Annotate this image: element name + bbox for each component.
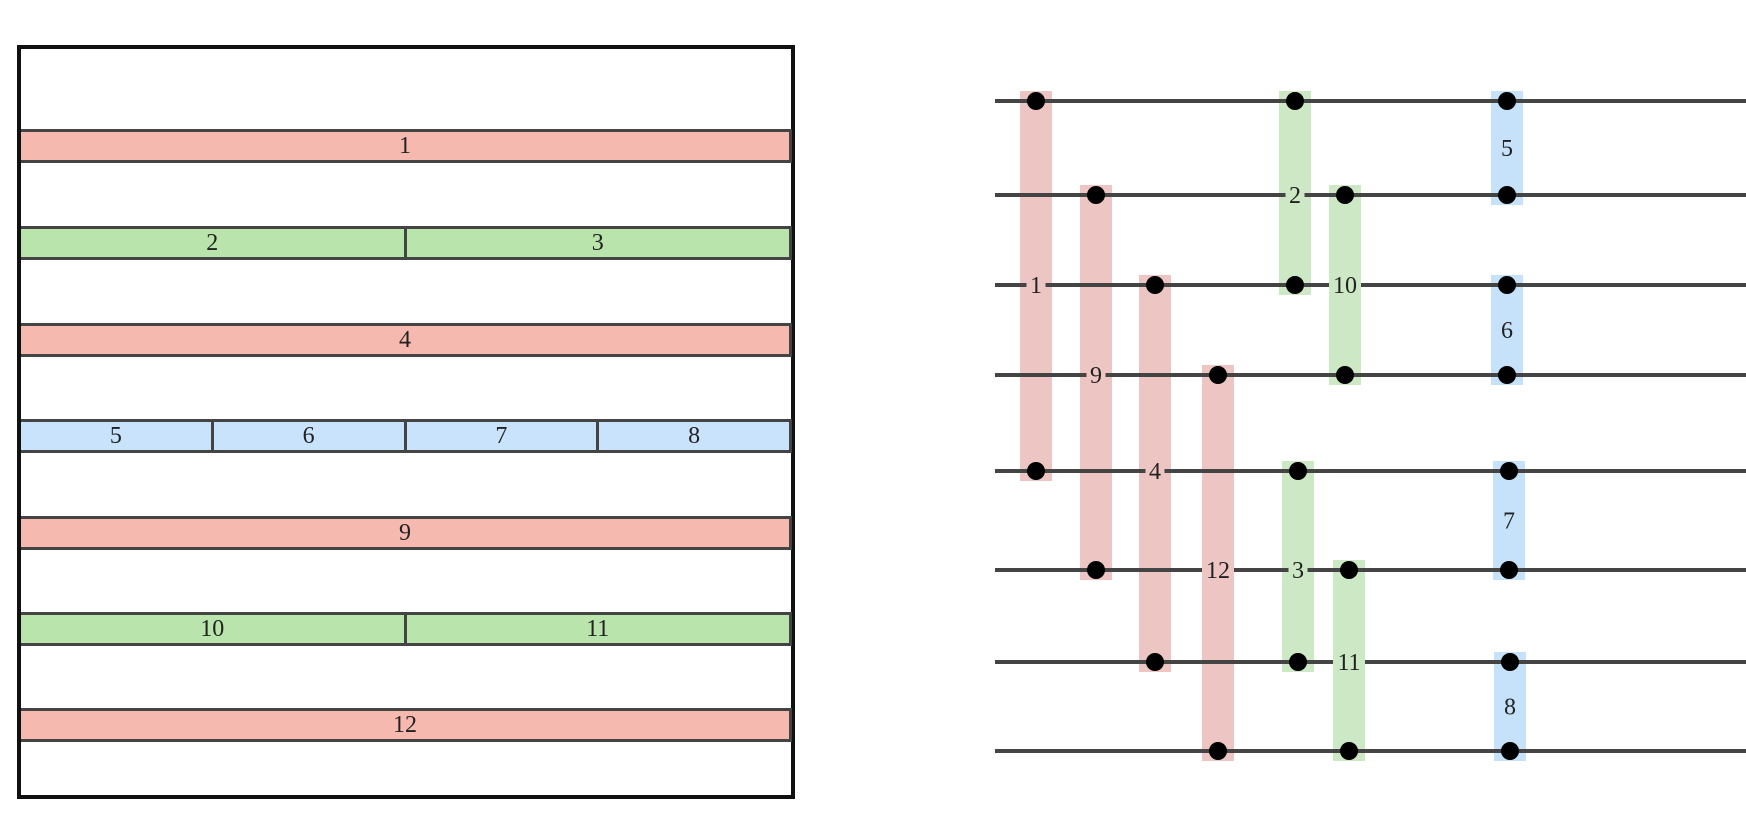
gate-labels: 1 9 4 12 2 10 3 11 5 6 7 8 [1026,136,1516,721]
gate-bar [1080,185,1112,580]
gate-endpoint-dot [1027,92,1045,110]
layer-segment: 6 [210,419,404,453]
gate-endpoint-dot [1500,561,1518,579]
gate-label: 1 [1030,273,1042,299]
gate-endpoint-dot [1498,366,1516,384]
layer-segment: 7 [403,419,597,453]
label-mask [1285,191,1305,199]
label-mask [1145,467,1165,475]
gate-endpoint-dot [1336,366,1354,384]
label-mask [1026,281,1046,289]
gate-endpoint-dot [1498,186,1516,204]
layer-segment: 1 [21,129,792,163]
gate-endpoint-dot [1209,366,1227,384]
gate-dots [1027,92,1519,760]
gate-endpoint-dot [1286,92,1304,110]
label-mask [1288,566,1308,574]
layer-segment: 3 [403,226,792,260]
gate-label: 12 [1206,558,1230,584]
gate-label: 5 [1501,136,1513,162]
layer-segment: 9 [21,516,792,550]
layer-segment: 12 [21,708,792,742]
layer-row: 9 [21,516,792,550]
label-mask [1086,371,1106,379]
label-mask [1329,281,1361,289]
gate-endpoint-dot [1286,276,1304,294]
layer-row: 1 [21,129,792,163]
layer-segment: 4 [21,323,792,357]
gate-label: 2 [1289,183,1301,209]
gate-endpoint-dot [1027,462,1045,480]
gate-endpoint-dot [1087,561,1105,579]
gate-bar [1202,365,1234,761]
layer-segment: 8 [596,419,792,453]
gate-endpoint-dot [1501,742,1519,760]
wires [995,99,1746,753]
gate-endpoint-dot [1336,186,1354,204]
gate-endpoint-dot [1340,561,1358,579]
gate-endpoint-dot [1498,92,1516,110]
layer-row: 12 [21,708,792,742]
gate-label: 6 [1501,318,1513,344]
gate-endpoint-dot [1087,186,1105,204]
layer-segment: 2 [21,226,404,260]
gate-label: 4 [1149,459,1161,485]
gate-endpoint-dot [1289,462,1307,480]
gate-label: 11 [1337,650,1360,676]
gate-endpoint-dot [1146,276,1164,294]
gate-label: 9 [1090,363,1102,389]
gate-bar [1493,461,1525,580]
layer-segment: 10 [21,612,404,646]
gate-endpoint-dot [1498,276,1516,294]
label-mask [1202,566,1234,574]
gate-endpoint-dot [1501,653,1519,671]
gate-label: 3 [1292,558,1304,584]
gate-endpoint-dot [1209,742,1227,760]
gate-endpoint-dot [1146,653,1164,671]
gate-endpoint-dot [1289,653,1307,671]
layer-segment: 11 [403,612,792,646]
gate-label: 7 [1503,509,1515,535]
gate-endpoint-dot [1340,742,1358,760]
gate-label: 10 [1333,273,1357,299]
gate-endpoint-dot [1500,462,1518,480]
label-mask [1333,658,1365,666]
gate-label: 8 [1504,695,1516,721]
layer-segment: 5 [21,419,211,453]
layer-row: 4 [21,323,792,357]
